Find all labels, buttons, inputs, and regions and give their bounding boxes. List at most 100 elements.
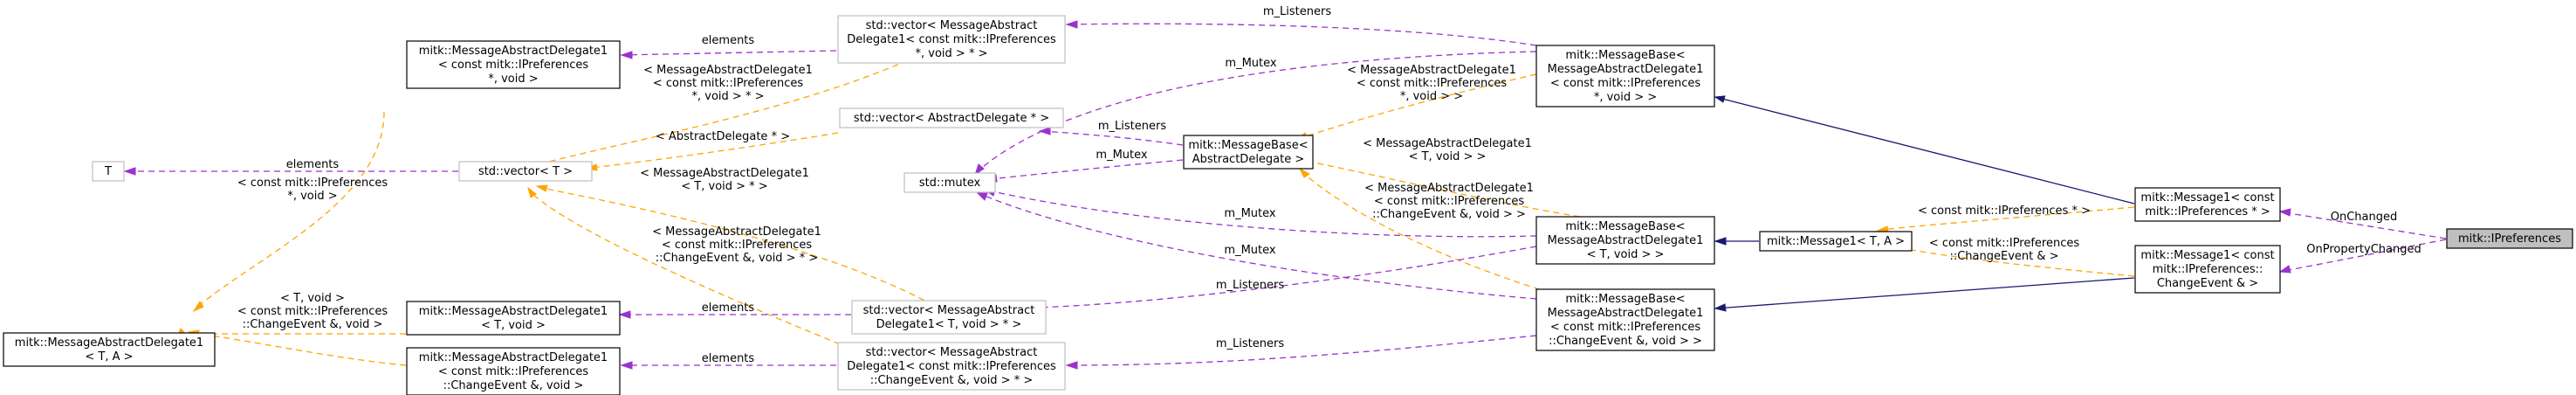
edge-label: < const mitk::IPreferences ::ChangeEvent…	[237, 305, 388, 331]
edge-use-mb-ad-listeners	[1038, 127, 1184, 146]
edge-label: m_Listeners	[1263, 5, 1331, 18]
edge-tmpl-vec-T-void	[535, 184, 961, 322]
svg-text:< const mitk::IPreferences: < const mitk::IPreferences	[1929, 237, 2080, 250]
svg-text:*, void >: *, void >	[488, 73, 538, 86]
edge-use-on-changed	[2278, 208, 2447, 239]
edge-label: elements	[702, 34, 755, 47]
svg-text:*, void > * >: *, void > * >	[692, 90, 765, 103]
svg-text:::ChangeEvent &, void > * >: ::ChangeEvent &, void > * >	[656, 252, 819, 265]
node-message-base-abstract-delegate[interactable]: mitk::MessageBase< AbstractDelegate >	[1183, 135, 1314, 170]
svg-text:ChangeEvent & >: ChangeEvent & >	[2157, 277, 2258, 290]
edge-use-mb-T-listeners	[1034, 246, 1537, 312]
node-vector-T[interactable]: std::vector< T >	[458, 161, 593, 182]
svg-text:< MessageAbstractDelegate1: < MessageAbstractDelegate1	[640, 167, 809, 180]
svg-text:< MessageAbstractDelegate1: < MessageAbstractDelegate1	[643, 64, 813, 77]
svg-text:mitk::Message1< const: mitk::Message1< const	[2140, 191, 2274, 204]
node-message-base-prefs[interactable]: mitk::MessageBase< MessageAbstractDelega…	[1535, 45, 1715, 107]
edge-use-mad1-T-elements	[618, 310, 851, 319]
node-T[interactable]: T	[92, 161, 125, 182]
node-message-abstract-delegate1-T-void[interactable]: mitk::MessageAbstractDelegate1 < T, void…	[406, 301, 621, 336]
edge-label: m_Listeners	[1098, 120, 1166, 133]
edge-label: < const mitk::IPreferences *, void >	[237, 177, 388, 203]
edge-use-mad1-change-elements	[620, 361, 836, 370]
svg-text:< const mitk::IPreferences: < const mitk::IPreferences	[653, 77, 804, 90]
svg-text:T: T	[104, 165, 112, 178]
node-message-abstract-delegate1-T-A[interactable]: mitk::MessageAbstractDelegate1 < T, A >	[3, 332, 216, 367]
edge-label: m_Mutex	[1096, 149, 1147, 162]
svg-text:std::vector< MessageAbstract: std::vector< MessageAbstract	[866, 19, 1038, 32]
node-ipreferences[interactable]: mitk::IPreferences	[2446, 228, 2573, 249]
svg-text:< const mitk::IPreferences: < const mitk::IPreferences	[1550, 77, 1701, 90]
edge-tmpl-mb-change	[1298, 167, 1581, 302]
svg-text:*, void > * >: *, void > * >	[916, 47, 988, 60]
node-mutex[interactable]: std::mutex	[903, 172, 996, 193]
svg-text:*, void > >: *, void > >	[1594, 91, 1657, 104]
edge-label: < const mitk::IPreferences ::ChangeEvent…	[1929, 237, 2080, 263]
svg-text:< MessageAbstractDelegate1: < MessageAbstractDelegate1	[1364, 182, 1534, 195]
svg-text:< MessageAbstractDelegate1: < MessageAbstractDelegate1	[1363, 137, 1532, 150]
svg-text:< const mitk::IPreferences: < const mitk::IPreferences	[438, 365, 589, 378]
svg-text:mitk::MessageBase<: mitk::MessageBase<	[1188, 139, 1308, 152]
edge-label: elements	[702, 352, 755, 365]
svg-text:< const mitk::IPreferences: < const mitk::IPreferences	[1374, 195, 1525, 208]
svg-text:mitk::MessageAbstractDelegate1: mitk::MessageAbstractDelegate1	[419, 305, 608, 318]
svg-text:Delegate1< T, void > * >: Delegate1< T, void > * >	[876, 318, 1022, 331]
svg-text:< MessageAbstractDelegate1: < MessageAbstractDelegate1	[652, 225, 821, 239]
node-message-abstract-delegate1-prefs-void[interactable]: mitk::MessageAbstractDelegate1 < const m…	[406, 40, 621, 89]
svg-text:< T, void > >: < T, void > >	[1587, 248, 1665, 261]
edge-use-on-property-changed	[2278, 239, 2447, 274]
edge-label: < const mitk::IPreferences * >	[1918, 204, 2091, 218]
svg-text:< T, A >: < T, A >	[85, 350, 133, 364]
edge-use-mb-prefs-mutex	[974, 51, 1537, 177]
node-message1-T-A[interactable]: mitk::Message1< T, A >	[1759, 231, 1913, 252]
svg-text:mitk::MessageBase<: mitk::MessageBase<	[1565, 220, 1685, 233]
svg-text:mitk::MessageAbstractDelegate1: mitk::MessageAbstractDelegate1	[15, 336, 203, 350]
svg-text:MessageAbstractDelegate1: MessageAbstractDelegate1	[1548, 234, 1704, 247]
node-message1-change[interactable]: mitk::Message1< const mitk::IPreferences…	[2134, 245, 2281, 294]
node-vector-mad1-change[interactable]: std::vector< MessageAbstract Delegate1< …	[837, 342, 1066, 391]
node-message-abstract-delegate1-change-void[interactable]: mitk::MessageAbstractDelegate1 < const m…	[406, 347, 621, 395]
edge-label: < MessageAbstractDelegate1 < const mitk:…	[652, 225, 821, 265]
svg-text:::ChangeEvent &, void > >: ::ChangeEvent &, void > >	[1549, 335, 1702, 348]
svg-text:< const mitk::IPreferences: < const mitk::IPreferences	[237, 305, 388, 318]
edge-label: < T, void >	[280, 292, 345, 305]
node-vector-abstract-delegate[interactable]: std::vector< AbstractDelegate * >	[839, 107, 1064, 128]
svg-text:MessageAbstractDelegate1: MessageAbstractDelegate1	[1548, 307, 1704, 320]
svg-text:*, void >: *, void >	[287, 190, 337, 203]
svg-text:mitk::IPreferences::: mitk::IPreferences::	[2153, 263, 2263, 276]
edge-label: < MessageAbstractDelegate1 < const mitk:…	[643, 64, 813, 103]
svg-text:mitk::IPreferences: mitk::IPreferences	[2458, 232, 2561, 246]
svg-text:< T, void > >: < T, void > >	[1409, 150, 1487, 163]
edge-use-mad1-prefs-elements	[620, 50, 837, 59]
node-vector-mad1-prefs[interactable]: std::vector< MessageAbstract Delegate1< …	[837, 15, 1066, 64]
edge-label: m_Mutex	[1224, 207, 1275, 220]
node-message1-prefs[interactable]: mitk::Message1< const mitk::IPreferences…	[2134, 187, 2281, 222]
svg-text:AbstractDelegate >: AbstractDelegate >	[1192, 153, 1305, 166]
edge-label: OnPropertyChanged	[2306, 243, 2421, 256]
edge-tmpl-msg1-prefs	[1876, 206, 2135, 233]
node-message-base-change[interactable]: mitk::MessageBase< MessageAbstractDelega…	[1535, 288, 1715, 351]
svg-text:Delegate1< const mitk::IPrefer: Delegate1< const mitk::IPreferences	[847, 33, 1056, 46]
svg-text:< T, void > * >: < T, void > * >	[681, 180, 767, 193]
svg-text:*, void > >: *, void > >	[1400, 90, 1463, 103]
edge-label: m_Mutex	[1225, 57, 1276, 70]
edge-tmpl-change-void	[187, 329, 407, 366]
node-message-base-T[interactable]: mitk::MessageBase< MessageAbstractDelega…	[1535, 216, 1715, 265]
edge-label: m_Listeners	[1216, 337, 1284, 350]
svg-text:::ChangeEvent &, void >: ::ChangeEvent &, void >	[243, 318, 383, 331]
svg-text:mitk::IPreferences * >: mitk::IPreferences * >	[2145, 205, 2270, 218]
edge-label: m_Listeners	[1216, 279, 1284, 292]
node-vector-mad1-T[interactable]: std::vector< MessageAbstract Delegate1< …	[851, 300, 1047, 335]
svg-text:std::vector< MessageAbstract: std::vector< MessageAbstract	[863, 304, 1035, 317]
edge-msg1-TA-inherits-mb-T	[1714, 237, 1759, 246]
svg-text:< const mitk::IPreferences: < const mitk::IPreferences	[438, 59, 589, 72]
edge-label: < MessageAbstractDelegate1 < T, void > >	[1363, 137, 1532, 163]
svg-text:::ChangeEvent & >: ::ChangeEvent & >	[1949, 250, 2058, 263]
svg-text:< const mitk::IPreferences: < const mitk::IPreferences	[1357, 77, 1508, 90]
edge-tmpl-mad1-prefs-void	[192, 111, 385, 313]
svg-text:mitk::Message1< T, A >: mitk::Message1< T, A >	[1767, 235, 1905, 248]
edge-use-mb-ad-mutex	[985, 159, 1184, 183]
edge-label: < AbstractDelegate * >	[656, 130, 790, 143]
edge-label: m_Mutex	[1224, 244, 1275, 257]
